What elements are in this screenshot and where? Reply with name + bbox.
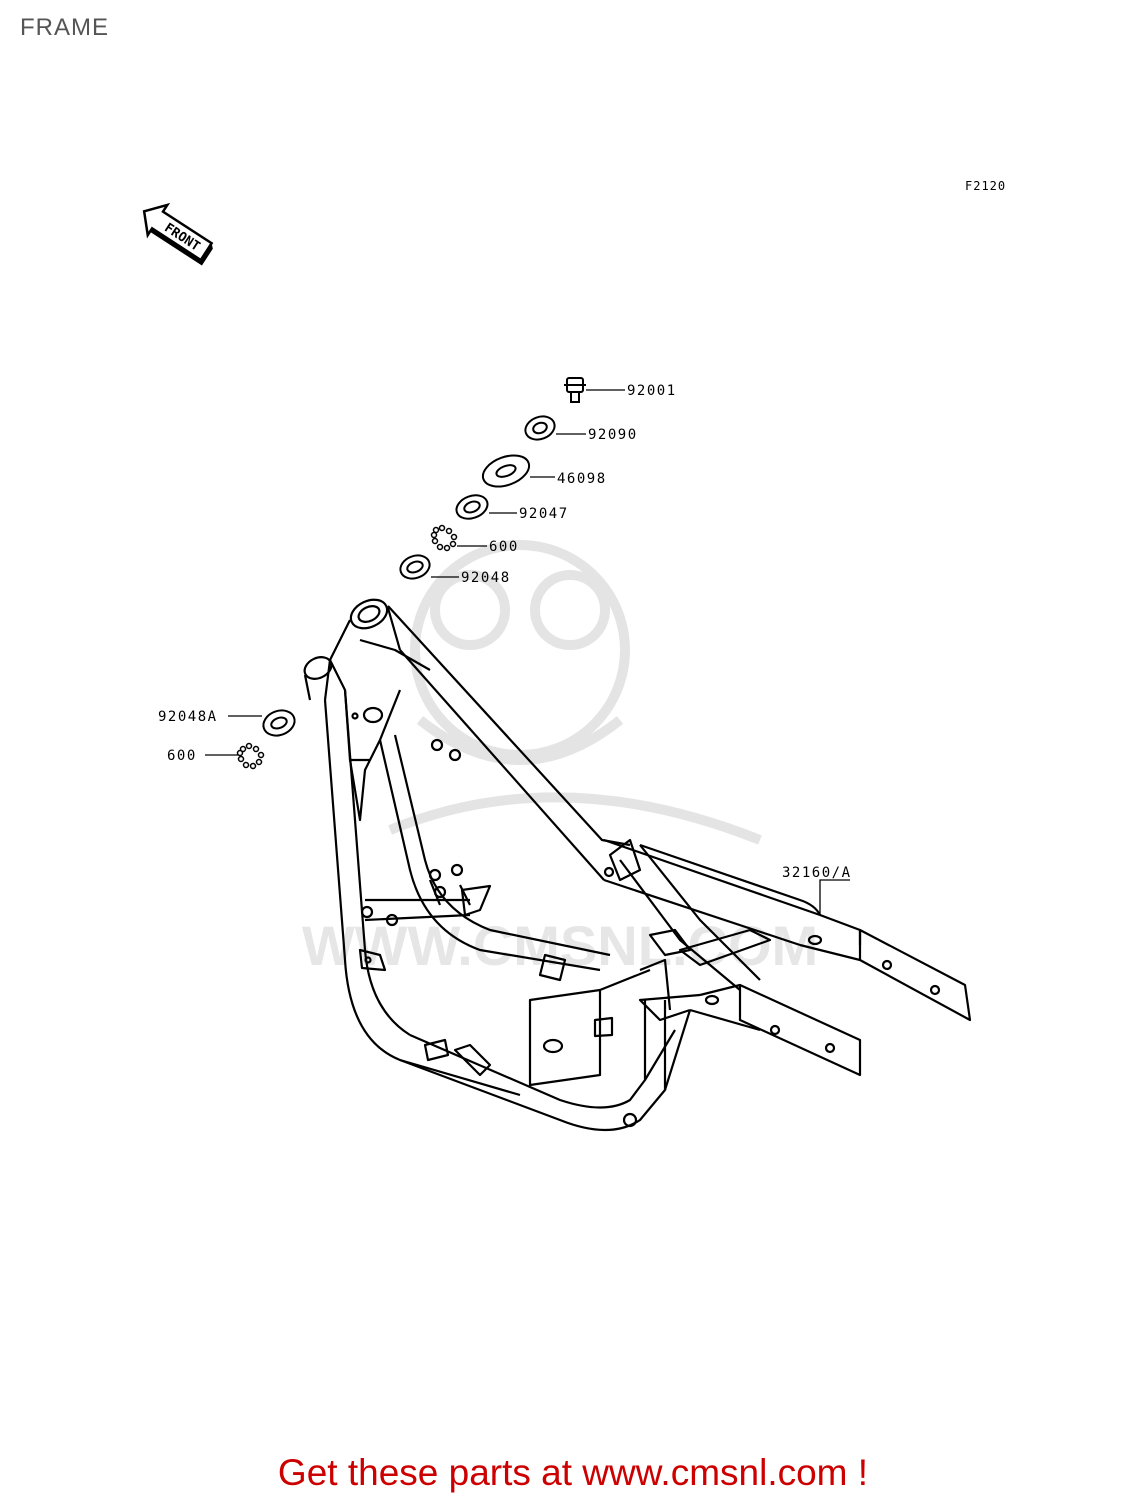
- front-direction-arrow: FRONT: [142, 202, 214, 266]
- part-nut-92090: [524, 415, 556, 441]
- callout-600-lower: 600: [167, 748, 197, 764]
- callout-92048: 92048: [461, 570, 511, 586]
- page-title: FRAME: [20, 14, 109, 41]
- callout-leaders: [205, 389, 850, 915]
- part-race-92048: [399, 554, 431, 580]
- part-race-92048A: [262, 709, 296, 737]
- callout-92048A: 92048A: [158, 709, 218, 725]
- callout-92090: 92090: [588, 427, 638, 443]
- callout-92047: 92047: [519, 506, 569, 522]
- part-washer-46098: [481, 454, 531, 488]
- part-race-92047: [455, 494, 489, 520]
- watermark-logo: [388, 540, 762, 845]
- steering-parts: [236, 377, 586, 770]
- part-bolt-92001: [564, 377, 586, 403]
- callout-92001: 92001: [627, 383, 677, 399]
- part-balls-600-upper: [430, 524, 458, 552]
- callout-46098: 46098: [557, 471, 607, 487]
- frame-32160: [303, 598, 972, 1132]
- part-balls-600-lower: [236, 742, 265, 770]
- callout-600-upper: 600: [489, 539, 519, 555]
- footer-link[interactable]: Get these parts at www.cmsnl.com !: [277, 1452, 869, 1493]
- callout-32160A: 32160/A: [782, 865, 852, 881]
- figure-code: F2120: [965, 179, 1007, 193]
